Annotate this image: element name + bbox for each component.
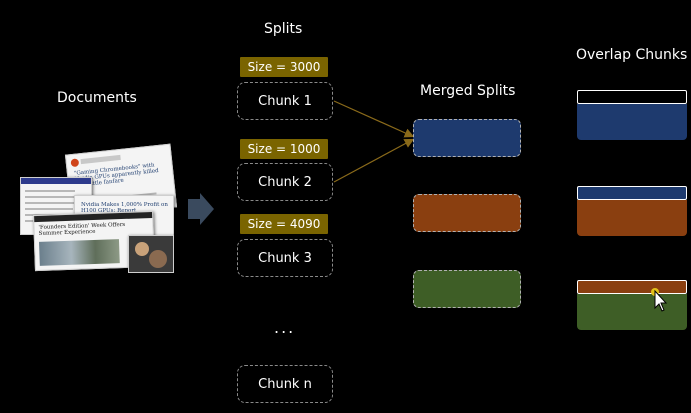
chunk-body xyxy=(577,200,687,236)
documents-illustration: "Gaming Chromebooks" with Nvidia GPUs ap… xyxy=(18,143,178,275)
split-chunk-last: Chunk n xyxy=(237,365,333,403)
connector-line xyxy=(333,100,415,138)
split-chunk: Chunk 1 xyxy=(237,82,333,120)
chunk-body xyxy=(577,104,687,140)
connector-line xyxy=(333,138,415,183)
overlap-region xyxy=(577,186,687,200)
split-chunk: Chunk 3 xyxy=(237,239,333,277)
split-size-label: Size = 4090 xyxy=(240,214,328,234)
merged-splits-title: Merged Splits xyxy=(420,83,516,99)
right-arrow-icon xyxy=(188,193,214,225)
merged-split-blue xyxy=(413,119,521,157)
split-chunk: Chunk 2 xyxy=(237,163,333,201)
splits-title: Splits xyxy=(264,21,303,37)
overlap-chunk-2 xyxy=(577,186,687,236)
overlap-chunk-1 xyxy=(577,90,687,140)
document-headline: Nvidia Makes 1,000% Profit on H100 GPUs:… xyxy=(81,202,168,214)
more-chunks-ellipsis: ... xyxy=(274,318,296,337)
overlap-chunks-title: Overlap Chunks xyxy=(576,47,688,63)
document-page xyxy=(128,235,174,273)
merged-split-orange xyxy=(413,194,521,232)
mouse-cursor-icon xyxy=(651,288,668,312)
overlap-chunk-3 xyxy=(577,280,687,330)
chunk-body xyxy=(577,294,687,330)
split-size-label: Size = 3000 xyxy=(240,57,328,77)
overlap-region xyxy=(577,280,687,294)
merged-split-green xyxy=(413,270,521,308)
split-size-label: Size = 1000 xyxy=(240,139,328,159)
documents-title: Documents xyxy=(57,90,137,106)
overlap-region xyxy=(577,90,687,104)
